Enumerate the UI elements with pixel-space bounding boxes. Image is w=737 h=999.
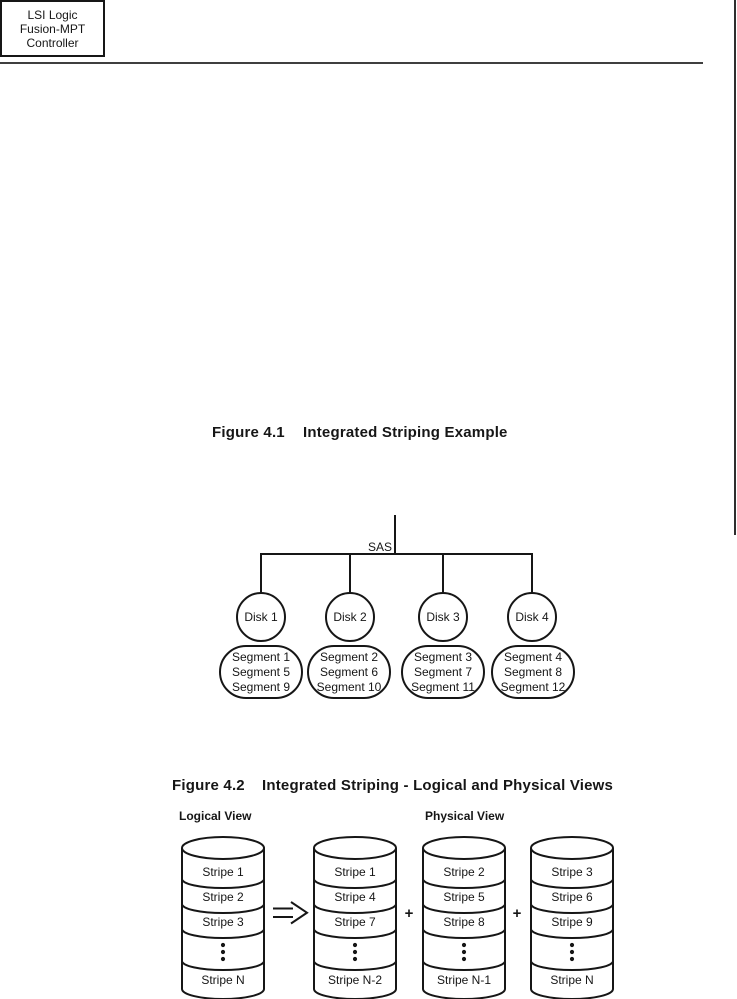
disk-cylinder-logical: Stripe 1 Stripe 2 Stripe 3 Stripe N: [181, 836, 265, 999]
figure-4-1-title: Integrated Striping Example: [303, 424, 508, 441]
cylinder-top-ellipse: [181, 836, 265, 860]
disk-node: Disk 3: [418, 592, 468, 642]
figure-4-2-number: Figure 4.2: [172, 777, 245, 794]
segment-label: Segment 7: [413, 664, 473, 679]
vertical-ellipsis-icon: [569, 942, 575, 962]
disk-label: Disk 3: [426, 610, 460, 624]
disk-label: Disk 4: [515, 610, 549, 624]
disk-drop-line: [260, 555, 262, 593]
segment-label: Segment 5: [231, 664, 291, 679]
stripe-label: Stripe 9: [551, 915, 593, 929]
stripe-label: Stripe 5: [443, 890, 485, 904]
segment-label: Segment 9: [231, 679, 291, 694]
segment-label: Segment 8: [503, 664, 563, 679]
disk-drop-line: [349, 555, 351, 593]
stripe-label: Stripe N: [550, 973, 593, 987]
double-arrow-icon: [273, 901, 309, 925]
stripe-label: Stripe 2: [443, 865, 485, 879]
figure-4-2-title: Integrated Striping - Logical and Physic…: [262, 777, 614, 794]
disk-cylinder-physical: Stripe 2 Stripe 5 Stripe 8 Stripe N-1: [422, 836, 506, 999]
physical-view-label: Physical View: [425, 809, 505, 823]
figure-4-1-number: Figure 4.1: [212, 424, 285, 441]
stripe-label: Stripe 2: [202, 890, 244, 904]
disk-label: Disk 2: [333, 610, 367, 624]
sas-bus-label: SAS: [367, 540, 392, 554]
stripe-label: Stripe N-2: [328, 973, 382, 987]
segment-group: Segment 2 Segment 6 Segment 10: [307, 645, 391, 699]
disk-node: Disk 4: [507, 592, 557, 642]
sas-bus-line: [260, 553, 533, 555]
segment-label: Segment 11: [411, 679, 475, 694]
segment-label: Segment 10: [316, 679, 382, 694]
stripe-label: Stripe 7: [334, 915, 376, 929]
cylinder-top-ellipse: [313, 836, 397, 860]
header-rule: [0, 62, 703, 64]
stripe-label: Stripe 1: [334, 865, 376, 879]
vertical-ellipsis-icon: [220, 942, 226, 962]
segment-group: Segment 4 Segment 8 Segment 12: [491, 645, 575, 699]
disk-label: Disk 1: [244, 610, 278, 624]
controller-line: LSI Logic: [27, 7, 78, 22]
disk-cylinder-physical: Stripe 1 Stripe 4 Stripe 7 Stripe N-2: [313, 836, 397, 999]
segment-label: Segment 4: [503, 649, 563, 664]
controller-line: Controller: [26, 35, 79, 50]
segment-label: Segment 2: [319, 649, 379, 664]
segment-group: Segment 3 Segment 7 Segment 11: [401, 645, 485, 699]
disk-cylinder-physical: Stripe 3 Stripe 6 Stripe 9 Stripe N: [530, 836, 614, 999]
stripe-label: Stripe 6: [551, 890, 593, 904]
logical-view-label: Logical View: [179, 809, 252, 823]
plus-sign: +: [512, 905, 522, 922]
disk-node: Disk 2: [325, 592, 375, 642]
controller-box: LSI Logic Fusion-MPT Controller: [0, 0, 105, 57]
disk-drop-line: [442, 555, 444, 593]
controller-drop-line: [394, 515, 396, 555]
segment-label: Segment 3: [413, 649, 473, 664]
segment-group: Segment 1 Segment 5 Segment 9: [219, 645, 303, 699]
disk-node: Disk 1: [236, 592, 286, 642]
vertical-ellipsis-icon: [352, 942, 358, 962]
stripe-label: Stripe 3: [202, 915, 244, 929]
vertical-ellipsis-icon: [461, 942, 467, 962]
segment-label: Segment 1: [231, 649, 291, 664]
stripe-label: Stripe 3: [551, 865, 593, 879]
stripe-label: Stripe N: [201, 973, 244, 987]
cylinder-top-ellipse: [422, 836, 506, 860]
cylinder-top-ellipse: [530, 836, 614, 860]
page-edge-tab: [734, 0, 736, 535]
stripe-label: Stripe 4: [334, 890, 376, 904]
controller-line: Fusion-MPT: [19, 21, 86, 36]
stripe-label: Stripe 8: [443, 915, 485, 929]
stripe-label: Stripe N-1: [437, 973, 491, 987]
segment-label: Segment 6: [319, 664, 379, 679]
plus-sign: +: [404, 905, 414, 922]
stripe-label: Stripe 1: [202, 865, 244, 879]
disk-drop-line: [531, 555, 533, 593]
segment-label: Segment 12: [500, 679, 566, 694]
